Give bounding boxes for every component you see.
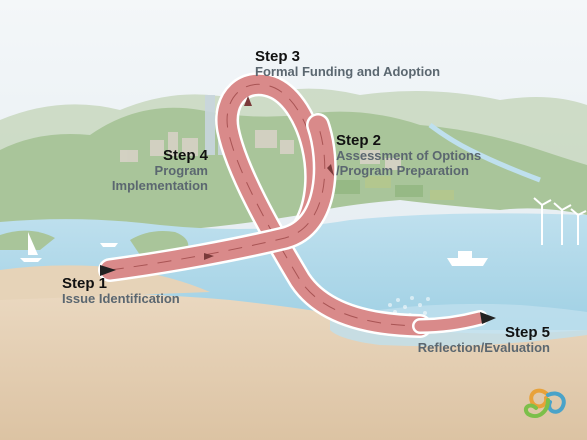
step-4-desc-line-1: Program [154, 163, 208, 179]
step-5-label: Step 5 Reflection/Evaluation [380, 324, 550, 356]
step-4-title: Step 4 [162, 147, 208, 164]
step-2-title: Step 2 [336, 132, 382, 149]
step-1-label: Step 1 Issue Identification [62, 275, 180, 307]
step-3-label: Step 3 Formal Funding and Adoption [255, 48, 440, 80]
land-mass [0, 107, 587, 232]
logo-spiral-icon [523, 388, 566, 419]
sand-left [0, 265, 210, 300]
sailboat-icon [20, 232, 42, 262]
step-3-title: Step 3 [255, 48, 301, 65]
boat-icon [100, 243, 118, 247]
island-left [0, 230, 55, 250]
ship-icon [447, 251, 488, 266]
step-2-desc-line-1: Assessment of Options [336, 148, 482, 164]
process-ribbon [98, 72, 496, 338]
step-2-label: Step 2 Assessment of Options /Program Pr… [336, 132, 481, 179]
step-1-desc-line-1: Issue Identification [62, 291, 180, 307]
step-5-desc-line-1: Reflection/Evaluation [417, 340, 550, 356]
fields [330, 176, 454, 200]
step-5-title: Step 5 [504, 324, 550, 341]
step-1-title: Step 1 [62, 275, 108, 292]
step-4-label: Step 4 Program Implementation [88, 147, 208, 194]
step-4-desc-line-2: Implementation [111, 178, 208, 194]
step-3-desc-line-1: Formal Funding and Adoption [255, 64, 441, 80]
arrow-start-icon [100, 265, 116, 276]
river [428, 122, 541, 183]
step-2-desc-line-2: /Program Preparation [336, 163, 469, 179]
wind-turbine-icon [533, 197, 587, 245]
arrow-end-icon [480, 312, 496, 324]
sand [0, 293, 587, 440]
